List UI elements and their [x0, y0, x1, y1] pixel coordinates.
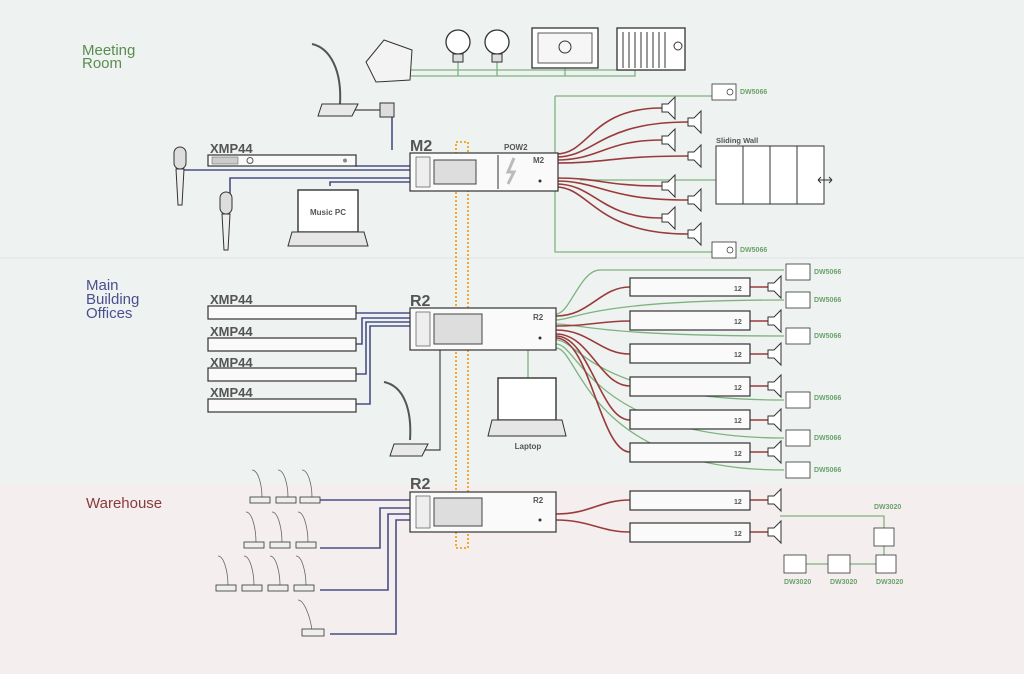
- dw5066-label: DW5066: [814, 467, 841, 474]
- dw5066-label: DW5066: [814, 435, 841, 442]
- speaker-icon: [767, 487, 782, 545]
- r2-badge: R2: [533, 313, 544, 322]
- light-bulb-icon: [445, 29, 471, 63]
- zone-label-main-line2: Building: [86, 291, 139, 308]
- r2-main-label: R2: [410, 293, 431, 310]
- xmp44-label: XMP44: [210, 324, 253, 339]
- microphone-icon: [219, 191, 233, 251]
- r2-main-unit: [409, 307, 557, 351]
- dw5066-label: DW5066: [814, 333, 841, 340]
- speaker-icon: [767, 274, 782, 465]
- sliding-wall-icon: [715, 145, 833, 205]
- dw5066-label: DW5066: [814, 269, 841, 276]
- amp-badge: 12: [734, 286, 742, 293]
- microphone-icon: [173, 146, 187, 206]
- dante-link: [455, 141, 469, 549]
- zone-label-meeting-line1: Meeting: [82, 42, 135, 59]
- warehouse-panel-wires: [780, 515, 885, 565]
- warehouse-amp-wires: [555, 499, 768, 533]
- laptop-label: Laptop: [515, 442, 542, 451]
- laptop-icon: [487, 377, 567, 437]
- amp-badge: 12: [734, 499, 742, 506]
- dw5066-label: DW5066: [740, 89, 767, 96]
- main-building-zone: [0, 258, 1024, 485]
- xmp44-unit: [207, 305, 357, 320]
- projector-screen-icon: [531, 27, 599, 69]
- dw3020-label: DW3020: [830, 579, 857, 586]
- m2-label: M2: [410, 138, 432, 155]
- gooseneck-mic-icon: [311, 43, 359, 117]
- amp-badge: 12: [734, 451, 742, 458]
- gooseneck-mic-icon: [383, 381, 429, 457]
- pow2-label: POW2: [504, 143, 528, 152]
- xmp44-label: XMP44: [210, 355, 253, 370]
- xmp44-unit: [207, 367, 357, 382]
- meeting-speaker-wires: [555, 107, 689, 235]
- amp-badge: 12: [734, 531, 742, 538]
- light-bulb-icon: [484, 29, 510, 63]
- dw3020-label: DW3020: [876, 579, 903, 586]
- dw3020-label: DW3020: [784, 579, 811, 586]
- main-control-wires: [356, 312, 410, 405]
- r2-badge: R2: [533, 496, 544, 505]
- xmp44-unit: [207, 337, 357, 352]
- dw5066-label: DW5066: [740, 247, 767, 254]
- xmp44-unit: [207, 154, 357, 167]
- amp-badge: 12: [734, 385, 742, 392]
- laptop-icon: [287, 189, 369, 247]
- meeting-room-zone: [0, 0, 1024, 258]
- m2-unit: [409, 152, 559, 192]
- main-network-wires: [527, 269, 785, 471]
- amp-badge: 12: [734, 319, 742, 326]
- zone-label-main-line1: Main: [86, 277, 119, 294]
- zone-label-meeting-line2: Room: [82, 55, 122, 72]
- main-amp-wires: [555, 286, 768, 453]
- speaker-icon: [661, 95, 702, 247]
- m2-badge: M2: [533, 156, 545, 165]
- amp-badge: 12: [734, 418, 742, 425]
- dw5066-label: DW5066: [814, 395, 841, 402]
- dw5066-label: DW5066: [814, 297, 841, 304]
- touch-panel-icon: [365, 39, 413, 118]
- xmp44-label: XMP44: [210, 141, 253, 156]
- r2-warehouse-unit: [409, 491, 557, 533]
- sliding-wall-label: Sliding Wall: [716, 136, 758, 145]
- wall-panel-icon: [711, 83, 737, 101]
- wall-panel-icon: [783, 527, 897, 574]
- dw3020-label: DW3020: [874, 504, 901, 511]
- xmp44-unit: [207, 398, 357, 413]
- xmp44-label: XMP44: [210, 292, 253, 307]
- wall-panel-icon: [711, 241, 737, 259]
- amp-badge: 12: [734, 352, 742, 359]
- amplifier-icon: [629, 277, 751, 463]
- zone-label-warehouse: Warehouse: [86, 495, 162, 512]
- r2-warehouse-label: R2: [410, 476, 431, 493]
- xmp44-label: XMP44: [210, 385, 253, 400]
- zone-label-main-line3: Offices: [86, 305, 132, 322]
- music-pc-label: Music PC: [310, 208, 346, 217]
- wall-panel-icon: [785, 263, 811, 479]
- warehouse-mic-wires: [320, 499, 410, 635]
- blinds-icon: [616, 27, 686, 71]
- conference-mics: [215, 469, 325, 637]
- amplifier-icon: [629, 490, 751, 543]
